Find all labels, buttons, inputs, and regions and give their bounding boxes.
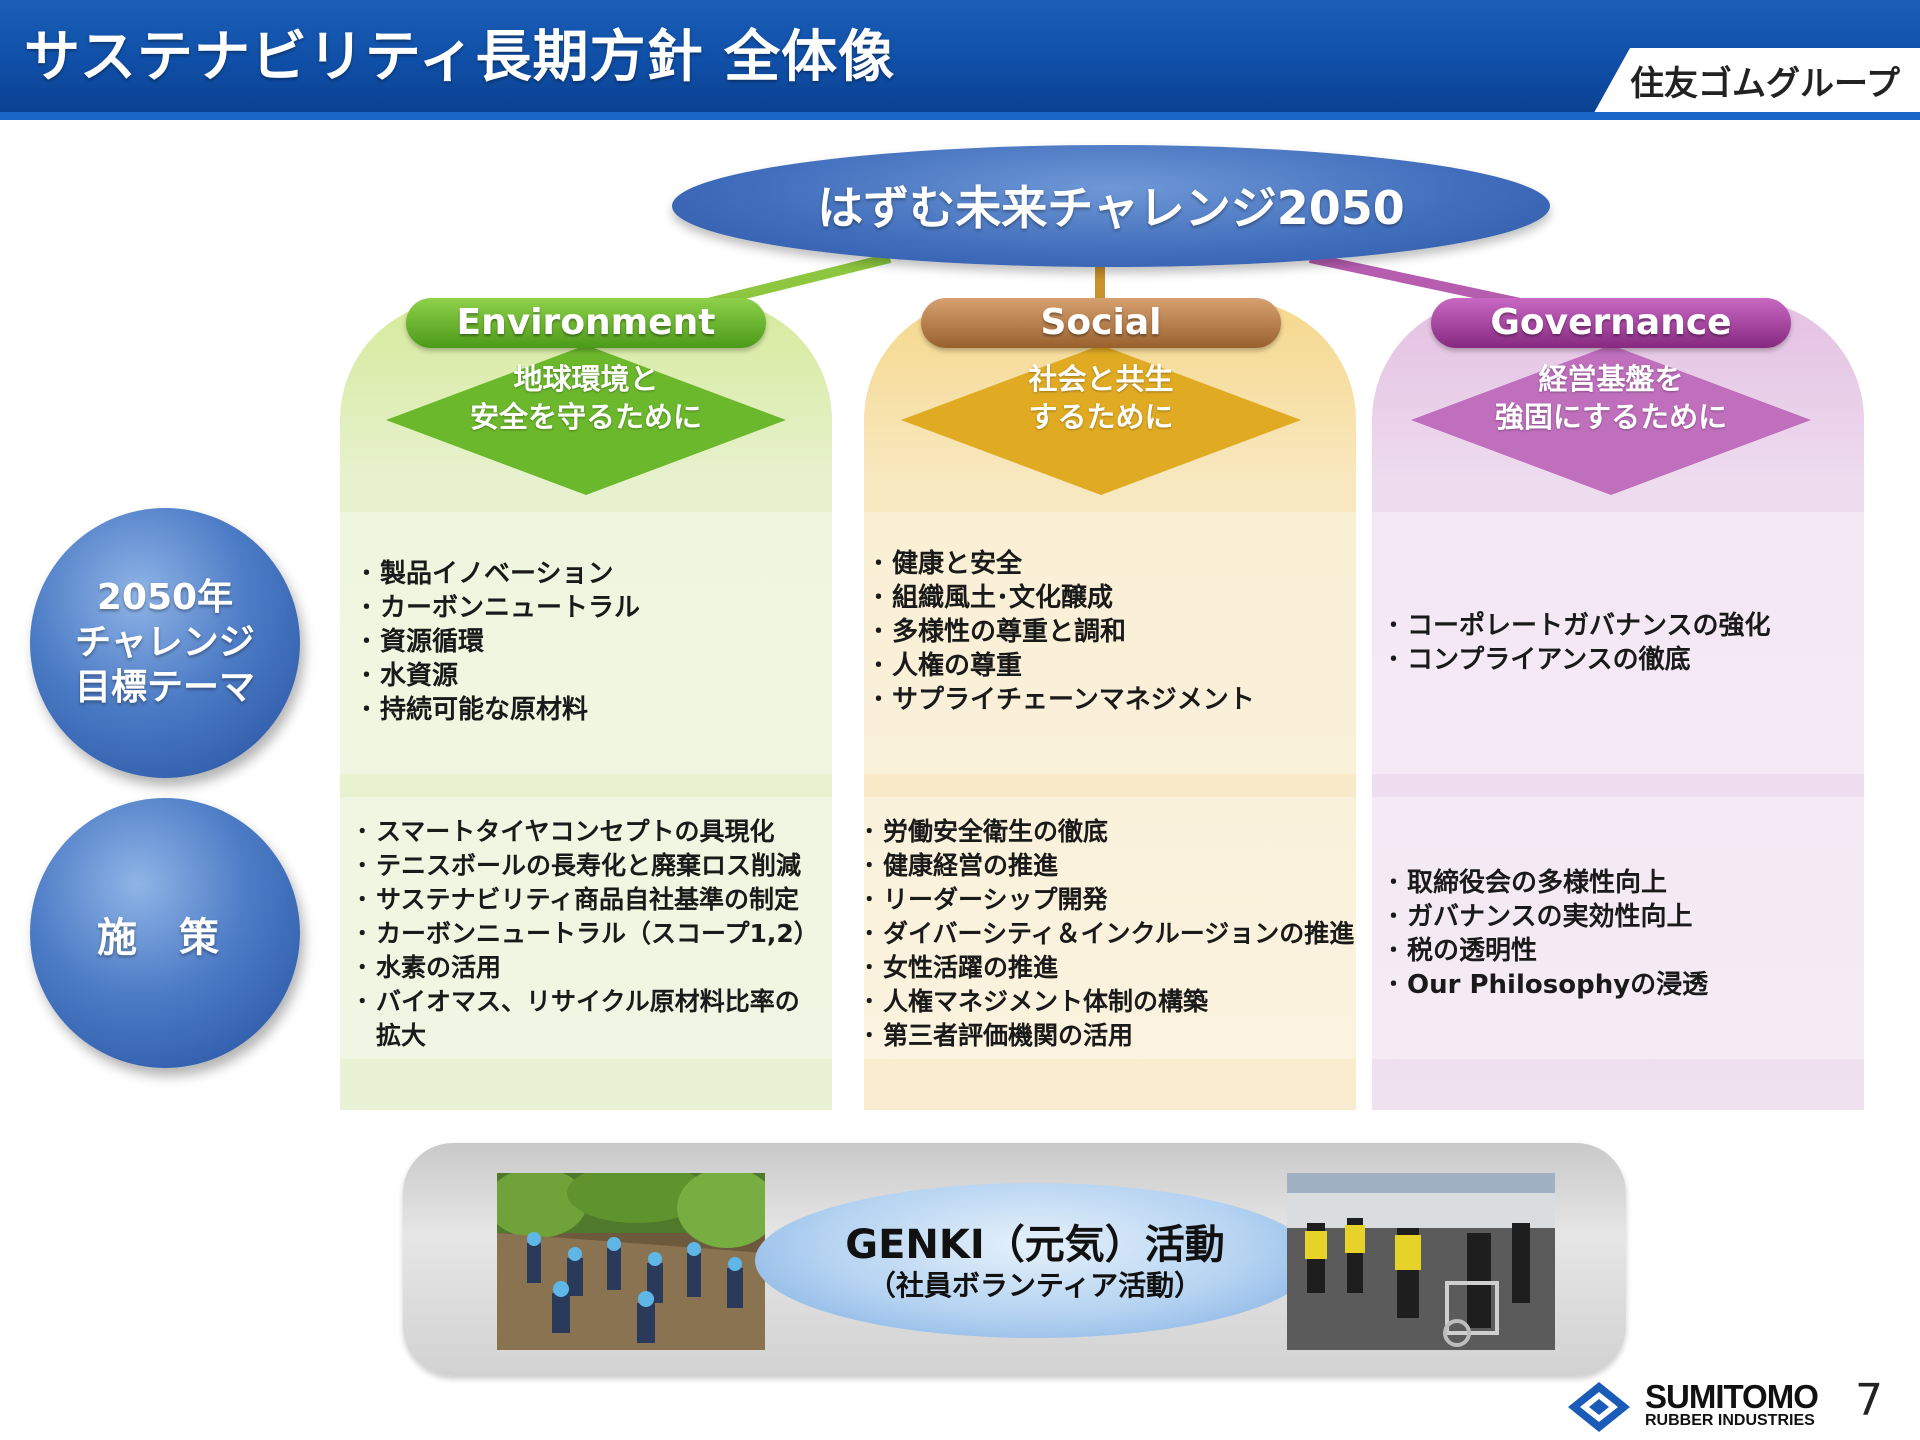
themes-row-band	[25, 512, 1905, 774]
list-item: ･スマートタイヤコンセプトの具現化	[356, 817, 775, 846]
social-purpose-line2: するために	[1028, 400, 1174, 434]
governance-measures-list: ･取締役会の多様性向上 ･ガバナンスの実効性向上 ･税の透明性 ･Our Phi…	[1387, 866, 1708, 1002]
list-item: ･リーダーシップ開発	[863, 885, 1108, 914]
themes-label-line1: 2050年	[96, 577, 234, 618]
themes-label-line3: 目標テーマ	[74, 667, 255, 708]
header-tab	[1590, 48, 1920, 120]
list-item: ･Our Philosophyの浸透	[1387, 970, 1709, 1000]
measures-row-band	[25, 797, 1905, 1059]
measures-circle-label: 施 策	[97, 915, 233, 961]
social-themes-list: ･健康と安全 ･組織風土･文化醸成 ･多様性の尊重と調和 ･人権の尊重 ･サプラ…	[872, 547, 1255, 717]
environment-themes-list: ･製品イノベーション ･カーボンニュートラル ･資源循環 ･水資源 ･持続可能な…	[360, 557, 640, 727]
list-item: ･資源循環	[360, 627, 485, 657]
list-item: ･ガバナンスの実効性向上	[1387, 902, 1693, 932]
list-item: ･サステナビリティ商品自社基準の制定	[356, 885, 800, 914]
list-item: ･人権マネジメント体制の構築	[863, 987, 1209, 1016]
list-item: ･ダイバーシティ＆インクルージョンの推進	[863, 919, 1355, 948]
genki-subtitle: （社員ボランティア活動）	[867, 1269, 1203, 1302]
social-measures-list: ･労働安全衛生の徹底 ･健康経営の推進 ･リーダーシップ開発 ･ダイバーシティ＆…	[863, 815, 1354, 1053]
group-name: 住友ゴムグループ	[1630, 64, 1900, 104]
list-item: ･水資源	[360, 661, 459, 691]
header-bar	[0, 0, 1920, 120]
list-item: ･健康経営の推進	[863, 851, 1059, 880]
connector-lines	[698, 253, 1532, 310]
environment-purpose: 地球環境と 安全を守るために	[386, 360, 786, 436]
list-item: ･製品イノベーション	[360, 559, 614, 589]
list-item: ･コンプライアンスの徹底	[1387, 645, 1691, 675]
list-item: ･水素の活用	[356, 953, 502, 982]
governance-purpose-line2: 強固にするために	[1494, 400, 1728, 434]
social-purpose-line1: 社会と共生	[1028, 362, 1174, 396]
volunteer-event-photo	[1287, 1173, 1555, 1350]
genki-oval	[755, 1183, 1315, 1338]
sumitomo-logo-mark	[1568, 1382, 1630, 1432]
list-item: ･持続可能な原材料	[360, 695, 589, 725]
list-item: ･労働安全衛生の徹底	[863, 817, 1109, 846]
themes-circle-label: 2050年 チャレンジ 目標テーマ	[30, 575, 300, 710]
list-item: ･第三者評価機関の活用	[863, 1021, 1134, 1050]
genki-title: GENKI（元気）活動	[845, 1222, 1225, 1268]
governance-themes-list: ･コーポレートガバナンスの強化 ･コンプライアンスの徹底	[1387, 609, 1770, 677]
list-item: ･人権の尊重	[872, 651, 1023, 681]
environment-diamond	[386, 345, 786, 495]
vision-oval	[672, 145, 1550, 267]
company-logo-subtitle: RUBBER INDUSTRIES	[1645, 1412, 1815, 1429]
governance-label: Governance	[1431, 298, 1791, 348]
list-item: ･テニスボールの長寿化と廃棄ロス削減	[356, 851, 802, 880]
list-item: ･組織風土･文化醸成	[872, 583, 1114, 613]
social-label: Social	[921, 298, 1281, 348]
measures-circle	[30, 798, 300, 1068]
governance-purpose: 経営基盤を 強固にするために	[1411, 360, 1811, 436]
list-item: ･女性活躍の推進	[863, 953, 1059, 982]
environment-measures-list: ･スマートタイヤコンセプトの具現化 ･テニスボールの長寿化と廃棄ロス削減 ･サス…	[356, 815, 819, 1053]
social-diamond	[901, 345, 1301, 495]
environment-purpose-line1: 地球環境と	[513, 362, 659, 396]
tree-planting-photo	[497, 1173, 765, 1350]
list-item: ･コーポレートガバナンスの強化	[1387, 611, 1771, 641]
list-item: ･カーボンニュートラル（スコープ1,2）	[356, 919, 819, 948]
list-item: ･取締役会の多様性向上	[1387, 868, 1668, 898]
header-underline	[0, 112, 1920, 120]
list-item: ･多様性の尊重と調和	[872, 617, 1127, 647]
list-item: ･カーボンニュートラル	[360, 593, 641, 623]
social-purpose: 社会と共生 するために	[901, 360, 1301, 436]
page-number: 7	[1855, 1375, 1883, 1426]
themes-circle	[30, 508, 300, 778]
list-item: ･健康と安全	[872, 549, 1023, 579]
list-item: ･税の透明性	[1387, 936, 1538, 966]
list-item: ･サプライチェーンマネジメント	[872, 685, 1255, 715]
list-item: ･バイオマス、リサイクル原材料比率の	[356, 987, 800, 1016]
themes-label-line2: チャレンジ	[75, 622, 255, 663]
governance-purpose-line1: 経営基盤を	[1538, 362, 1684, 396]
vision-title: はずむ未来チャレンジ2050	[817, 181, 1405, 235]
page-title: サステナビリティ長期方針 全体像	[24, 25, 896, 90]
environment-label: Environment	[406, 298, 766, 348]
environment-purpose-line2: 安全を守るために	[469, 400, 702, 434]
list-item-continuation: 拡大	[376, 1021, 427, 1050]
company-logo-name: SUMITOMO	[1645, 1378, 1819, 1415]
governance-diamond	[1411, 345, 1811, 495]
